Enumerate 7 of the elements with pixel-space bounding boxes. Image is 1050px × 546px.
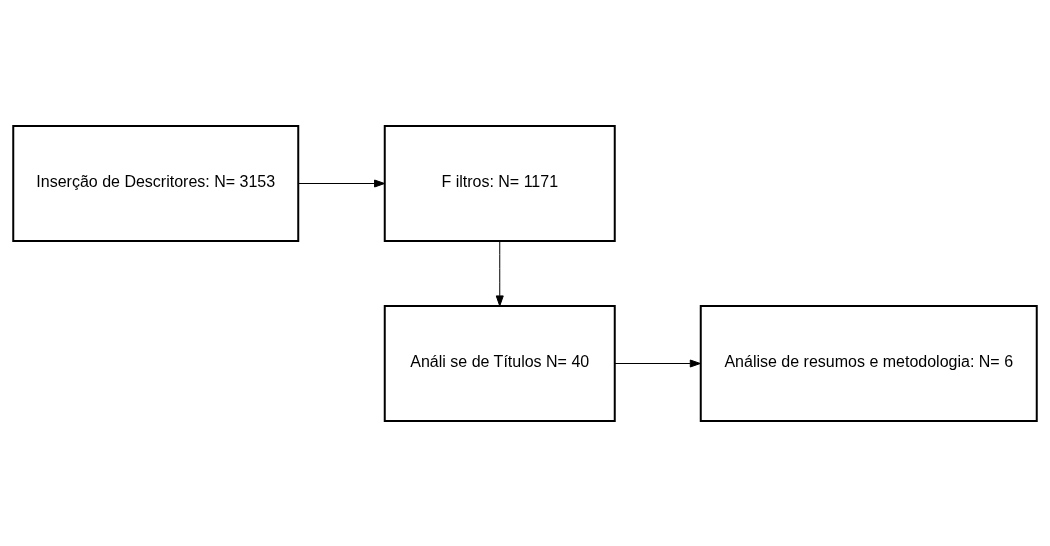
node-box: Análise de resumos e metodologia: N= 6 xyxy=(699,304,1038,422)
arrow xyxy=(614,359,701,367)
node-box: F iltros: N= 1171 xyxy=(383,124,616,242)
node-box: Análi se de Títulos N= 40 xyxy=(383,304,616,422)
arrow xyxy=(298,179,386,187)
node-box: Inserção de Descritores: N= 3153 xyxy=(12,124,300,242)
arrow xyxy=(495,240,504,306)
